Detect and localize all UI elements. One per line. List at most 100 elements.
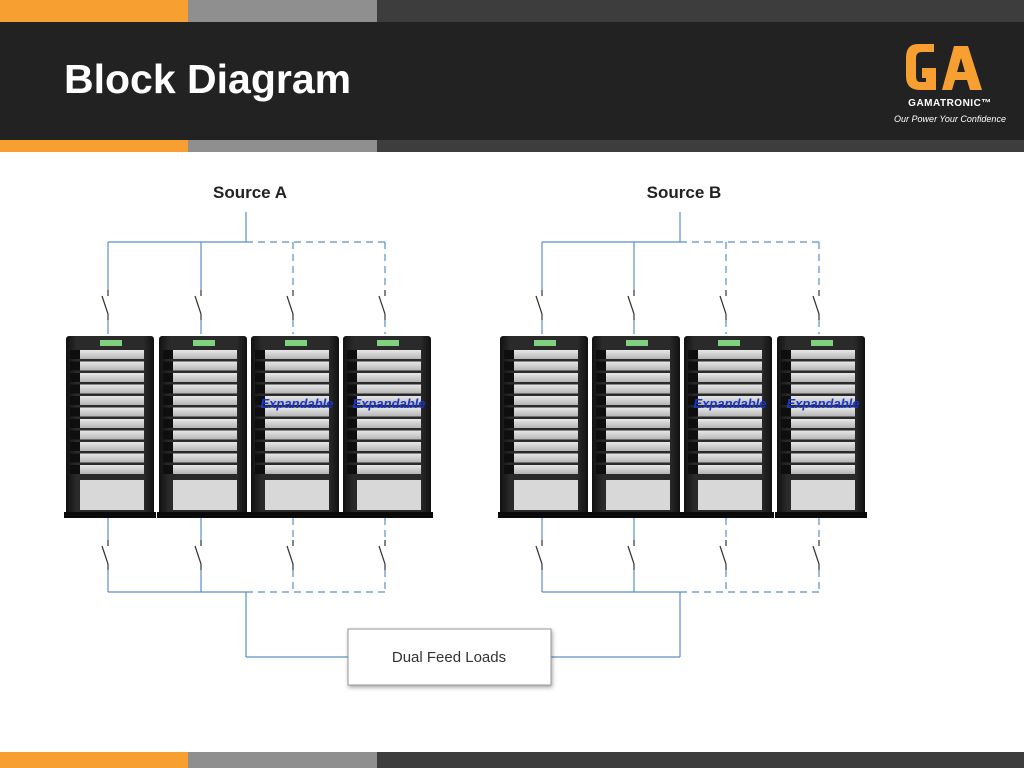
rack-base xyxy=(64,512,156,518)
rack-module xyxy=(791,384,855,394)
rack-module xyxy=(265,419,329,428)
rack-module xyxy=(357,430,421,440)
rack-module xyxy=(357,419,421,428)
rack-module-handle xyxy=(596,361,606,371)
rack-module xyxy=(173,384,237,394)
rack-module xyxy=(698,350,762,359)
rack-module-handle xyxy=(504,396,514,405)
rack-bottom-panel xyxy=(606,480,670,510)
input-switch-blade xyxy=(627,295,635,315)
rack-display-icon xyxy=(100,340,122,346)
rack-module xyxy=(173,373,237,382)
rack-module xyxy=(606,430,670,440)
rack-module xyxy=(80,430,144,440)
rack-module-handle xyxy=(255,361,265,371)
rack-module xyxy=(173,465,237,474)
rack-module xyxy=(698,419,762,428)
rack-module xyxy=(173,419,237,428)
rack-module-handle xyxy=(347,419,357,428)
rack-module-handle xyxy=(255,350,265,359)
rack-module xyxy=(698,361,762,371)
rack-module xyxy=(791,430,855,440)
rack-module-handle xyxy=(255,419,265,428)
rack-module xyxy=(606,453,670,463)
rack-module xyxy=(265,396,329,405)
rack-base xyxy=(157,512,249,518)
rack-module xyxy=(80,453,144,463)
rack-module-handle xyxy=(596,407,606,417)
rack-module xyxy=(173,350,237,359)
rack-module-handle xyxy=(781,465,791,474)
rack-module-handle xyxy=(70,419,80,428)
rack-module xyxy=(357,442,421,451)
rack-module-handle xyxy=(163,430,173,440)
rack-module-handle xyxy=(504,419,514,428)
rack-display-icon xyxy=(193,340,215,346)
rack-module xyxy=(357,384,421,394)
rack-bottom-panel xyxy=(80,480,144,510)
output-switch-blade xyxy=(101,545,109,565)
rack-module xyxy=(698,384,762,394)
rack-module-handle xyxy=(347,430,357,440)
rack-module-handle xyxy=(255,396,265,405)
gamatronic-logo: GAMATRONIC™ Our Power Your Confidence xyxy=(890,38,1010,138)
rack-module-handle xyxy=(596,430,606,440)
rack-module-handle xyxy=(70,442,80,451)
rack-module-handle xyxy=(163,396,173,405)
rack-module-handle xyxy=(504,453,514,463)
rack-module xyxy=(606,419,670,428)
rack-module xyxy=(265,350,329,359)
rack-module-handle xyxy=(596,453,606,463)
rack-module xyxy=(791,396,855,405)
rack-module-handle xyxy=(70,373,80,382)
rack-module-handle xyxy=(70,361,80,371)
rack-module xyxy=(606,396,670,405)
input-switch-blade xyxy=(378,295,386,315)
rack-module xyxy=(606,465,670,474)
source-a-label: Source A xyxy=(213,183,287,202)
rack-module xyxy=(265,384,329,394)
output-switch-blade xyxy=(535,545,543,565)
rack-module xyxy=(265,361,329,371)
rack-module xyxy=(514,373,578,382)
rack-module xyxy=(698,453,762,463)
rack-module-handle xyxy=(504,373,514,382)
ups-rack xyxy=(64,336,156,518)
rack-module-handle xyxy=(163,442,173,451)
rack-module-handle xyxy=(688,419,698,428)
rack-module-handle xyxy=(688,350,698,359)
rack-module-handle xyxy=(781,407,791,417)
rack-module-handle xyxy=(347,453,357,463)
wiring xyxy=(101,212,820,658)
rack-module xyxy=(791,407,855,417)
rack-module xyxy=(514,465,578,474)
rack-display-icon xyxy=(285,340,307,346)
header-bar: Block Diagram GAMATRONIC™ Our Power Your… xyxy=(0,22,1024,140)
rack-module-handle xyxy=(504,407,514,417)
rack-module-handle xyxy=(163,373,173,382)
expandable-label: Expandable xyxy=(261,396,334,411)
rack-module-handle xyxy=(596,373,606,382)
rack-module xyxy=(265,430,329,440)
rack-display-icon xyxy=(718,340,740,346)
rack-display-icon xyxy=(534,340,556,346)
rack-module xyxy=(265,407,329,417)
rack-module xyxy=(80,465,144,474)
rack-module-handle xyxy=(596,396,606,405)
rack-module-handle xyxy=(347,465,357,474)
rack-module-handle xyxy=(255,384,265,394)
rack-module xyxy=(357,396,421,405)
rack-module-handle xyxy=(781,396,791,405)
rack-module xyxy=(173,442,237,451)
logo-tagline: Our Power Your Confidence xyxy=(894,114,1006,124)
rack-module xyxy=(606,350,670,359)
rack-module xyxy=(791,465,855,474)
rack-module xyxy=(80,442,144,451)
ups-rack xyxy=(341,336,433,518)
rack-module-handle xyxy=(163,350,173,359)
rack-module-handle xyxy=(688,465,698,474)
rack-module-handle xyxy=(163,465,173,474)
rack-display-icon xyxy=(377,340,399,346)
expandable-label: Expandable xyxy=(353,396,426,411)
rack-module-handle xyxy=(70,430,80,440)
